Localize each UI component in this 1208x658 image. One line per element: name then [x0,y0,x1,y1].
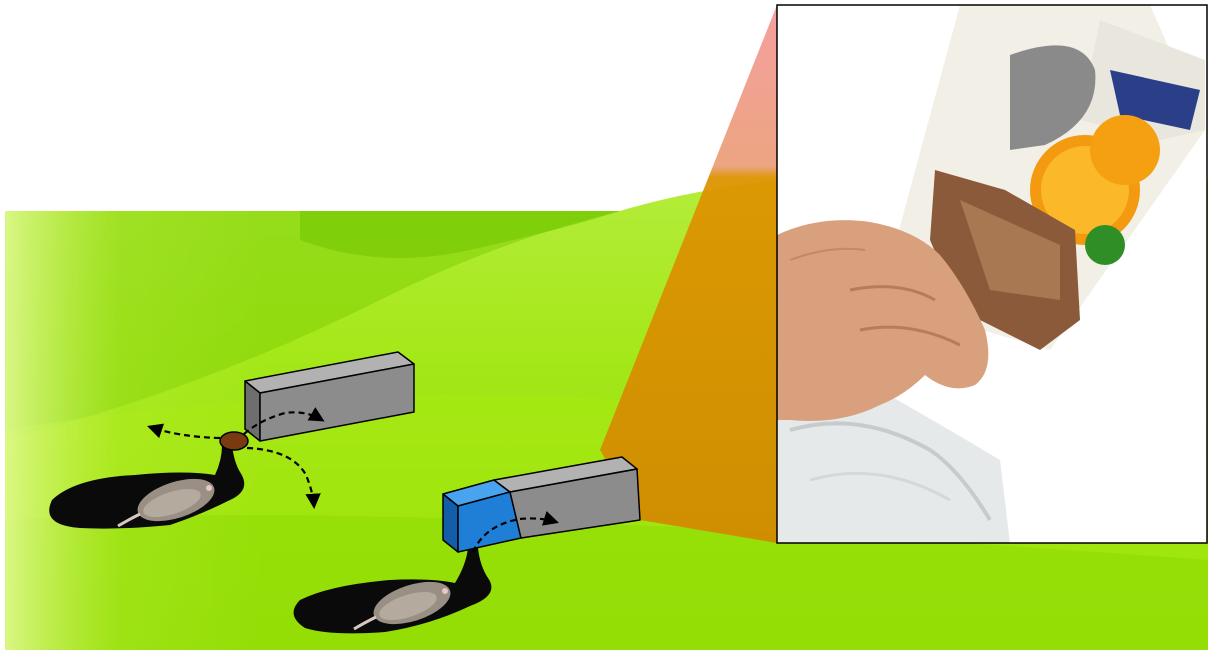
hand-holding-juice-carton-trap-photo [777,5,1207,543]
burrow-mound [220,432,248,450]
